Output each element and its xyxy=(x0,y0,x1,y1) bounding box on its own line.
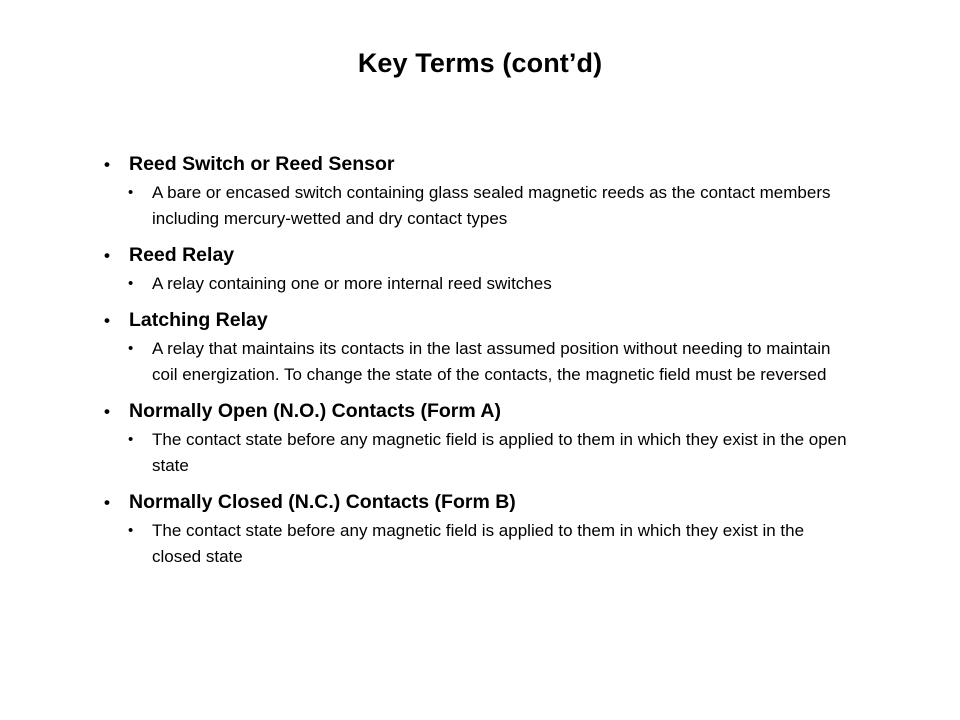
term-heading: • Latching Relay xyxy=(104,308,874,333)
bullet-icon: • xyxy=(104,155,110,174)
bullet-icon: • xyxy=(104,246,110,265)
term-group: • Normally Closed (N.C.) Contacts (Form … xyxy=(104,490,874,570)
term-definition: • The contact state before any magnetic … xyxy=(128,427,874,479)
definition-label: The contact state before any magnetic fi… xyxy=(152,521,809,566)
sub-bullet-icon: • xyxy=(128,275,134,292)
term-group: • Reed Switch or Reed Sensor • A bare or… xyxy=(104,152,874,232)
term-group: • Latching Relay • A relay that maintain… xyxy=(104,308,874,388)
term-definition: • A relay that maintains its contacts in… xyxy=(128,336,874,388)
term-definition: • A relay containing one or more interna… xyxy=(128,271,874,297)
definition-label: The contact state before any magnetic fi… xyxy=(152,430,852,475)
term-heading: • Reed Switch or Reed Sensor xyxy=(104,152,874,177)
term-label: Normally Closed (N.C.) Contacts (Form B) xyxy=(129,491,516,513)
term-group: • Normally Open (N.O.) Contacts (Form A)… xyxy=(104,399,874,479)
term-heading: • Normally Closed (N.C.) Contacts (Form … xyxy=(104,490,874,515)
bullet-icon: • xyxy=(104,493,110,512)
page-title: Key Terms (cont’d) xyxy=(357,48,603,78)
definition-label: A bare or encased switch containing glas… xyxy=(152,183,836,228)
term-label: Reed Switch or Reed Sensor xyxy=(129,153,395,175)
bullet-icon: • xyxy=(104,311,110,330)
definition-label: A relay that maintains its contacts in t… xyxy=(152,339,836,384)
term-definition: • The contact state before any magnetic … xyxy=(128,518,874,570)
term-group: • Reed Relay • A relay containing one or… xyxy=(104,243,874,297)
sub-bullet-icon: • xyxy=(128,184,134,201)
term-definition: • A bare or encased switch containing gl… xyxy=(128,180,874,232)
term-heading: • Reed Relay xyxy=(104,243,874,268)
term-label: Latching Relay xyxy=(129,309,268,331)
bullet-icon: • xyxy=(104,402,110,421)
term-label: Reed Relay xyxy=(129,244,235,266)
bullet-list: • Reed Switch or Reed Sensor • A bare or… xyxy=(104,152,874,571)
sub-bullet-icon: • xyxy=(128,431,134,448)
sub-bullet-icon: • xyxy=(128,522,134,539)
term-label: Normally Open (N.O.) Contacts (Form A) xyxy=(129,400,501,422)
definition-label: A relay containing one or more internal … xyxy=(152,274,552,293)
term-heading: • Normally Open (N.O.) Contacts (Form A) xyxy=(104,399,874,424)
sub-bullet-icon: • xyxy=(128,340,134,357)
